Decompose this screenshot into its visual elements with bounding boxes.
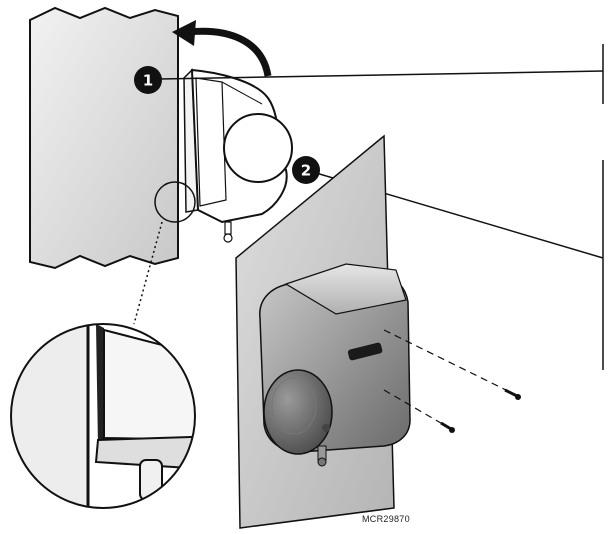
callout-1-number: 1 [143, 72, 153, 90]
mounting-screws [383, 329, 521, 433]
rotate-arrow [172, 20, 272, 77]
water-outlet-cap [263, 369, 333, 455]
humidifier-mounted [259, 263, 411, 467]
duct-wall [29, 6, 179, 270]
callout-2: 2 [292, 156, 320, 184]
zoom-detail [10, 323, 196, 509]
callout-1: 1 [134, 66, 162, 94]
screw-upper [504, 388, 521, 400]
callout-2-number: 2 [301, 162, 311, 180]
handle-slot [347, 342, 383, 361]
figure-code: MCR29870 [362, 514, 410, 524]
screw-lower [440, 421, 455, 433]
